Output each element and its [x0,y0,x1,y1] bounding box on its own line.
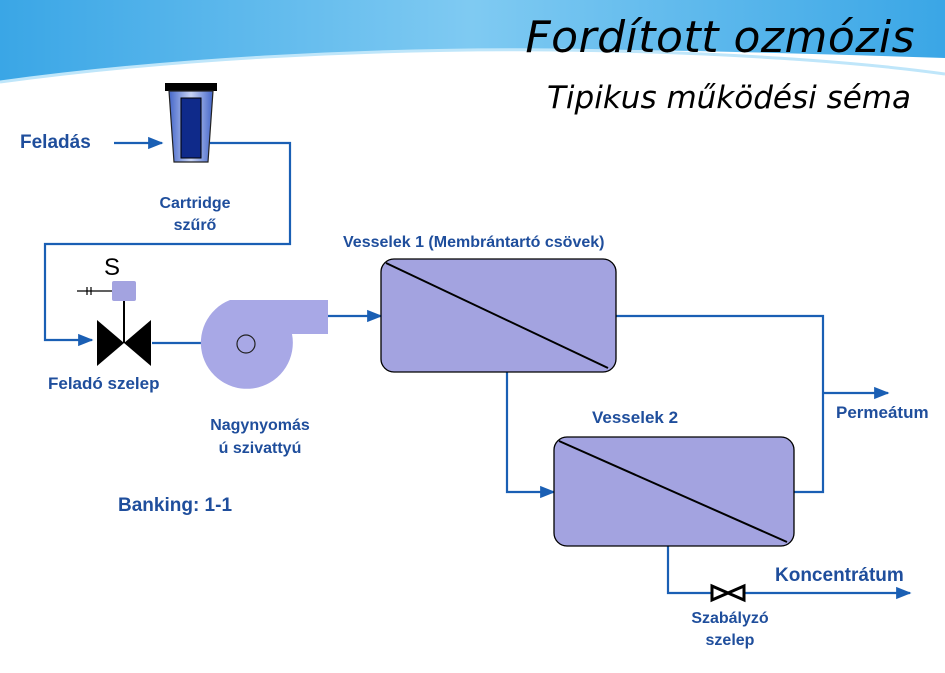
cartridge-filter-label: Cartridge szűrő [140,193,250,237]
centrifugal-pump-icon [200,300,328,389]
page-subtitle: Tipikus működési séma [547,80,911,116]
pump-label: Nagynyomás ú szivattyú [190,414,330,460]
feed-valve-label: Feladó szelep [48,374,160,393]
feed-label: Feladás [20,132,91,153]
vessel-1 [380,258,617,373]
regulating-valve-label: Szabályzó szelep [675,608,785,652]
filter-outlet-pipe [43,141,292,347]
banking-label: Banking: 1-1 [118,495,233,516]
page-title: Fordított ozmózis [525,12,915,63]
regulating-valve-label-line1: Szabályzó [691,610,769,627]
vessel-2 [553,436,795,547]
permeate-label: Permeátum [836,403,929,422]
header-wave [0,48,945,84]
pump-label-line1: Nagynyomás [210,417,310,434]
header-banner [0,0,945,82]
vessel1-to-vessel2-pipe [505,372,556,499]
butterfly-valve-icon [97,320,151,366]
vessel1-permeate-pipe [616,314,825,494]
solenoid-actuator-icon [77,281,136,343]
regulating-valve-label-line2: szelep [705,632,755,649]
cartridge-filter-label-line2: szűrő [173,217,217,234]
vessel-2-label: Vesselek 2 [592,408,679,427]
pump-label-line2: ú szivattyú [218,440,302,457]
solenoid-label: S [104,254,121,281]
cartridge-filter-label-line1: Cartridge [159,195,231,212]
concentrate-pipe [666,546,912,600]
regulating-valve-icon [710,583,746,603]
concentrate-label: Koncentrátum [775,565,904,586]
cartridge-filter-icon [165,83,217,163]
vessel-1-label: Vesselek 1 (Membrántartó csövek) [343,234,605,251]
